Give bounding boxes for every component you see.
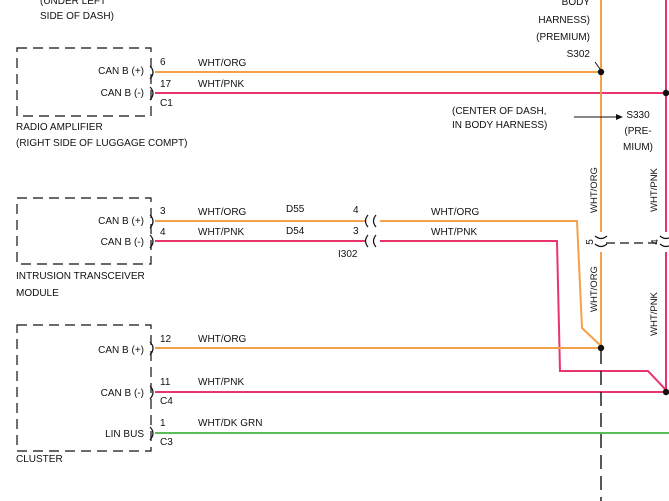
trunk-connector-pnk-pin: 4 <box>649 239 661 245</box>
center-dash-arrow <box>616 114 623 120</box>
inline-connector-i302-pin2 <box>364 234 377 248</box>
s330-label-line1: S330 <box>626 110 650 121</box>
center-dash-note-line1: (CENTER OF DASH, <box>452 106 547 117</box>
cluster-pin1-num: 12 <box>160 334 172 345</box>
intrusion-module-name-line2: MODULE <box>16 288 59 299</box>
cluster-pin-bracket-3 <box>149 426 154 441</box>
intrusion-wire1-label: WHT/ORG <box>198 207 247 218</box>
cluster-connector-c3: C3 <box>160 437 173 448</box>
radio-pin1-num: 6 <box>160 57 166 68</box>
vertical-org-upper-label: WHT/ORG <box>589 167 600 213</box>
splice-s302-label: S302 <box>566 49 590 60</box>
radio-amplifier-box <box>16 47 152 117</box>
body-harness-note-line2: HARNESS) <box>538 15 590 26</box>
intrusion-pin2-label: CAN B (-) <box>100 237 144 248</box>
splice-pnk-lower-dot <box>662 388 669 396</box>
s330-label-line2: (PRE- <box>624 126 652 137</box>
inline-connector-i302-pin1 <box>364 214 377 228</box>
intrusion-pin1-num: 3 <box>160 206 166 217</box>
vertical-pnk-lower-label: WHT/PNK <box>649 292 660 336</box>
body-harness-note-line1: BODY <box>561 0 590 8</box>
cluster-pin1-label: CAN B (+) <box>98 345 144 356</box>
radio-pin2-label: CAN B (-) <box>100 88 144 99</box>
top-left-note-line2: SIDE OF DASH) <box>40 11 114 22</box>
cluster-pin2-num: 11 <box>160 377 171 388</box>
radio-connector-label: C1 <box>160 98 173 109</box>
vertical-pnk-upper-label: WHT/PNK <box>649 168 660 212</box>
body-harness-note-line3: (PREMIUM) <box>536 32 590 43</box>
wire-intrusion-pnk-b <box>380 240 667 391</box>
circuit-d54-label: D54 <box>286 226 305 237</box>
trunk-connector-org-pin: 5 <box>584 239 596 245</box>
intrusion-pin2-num: 4 <box>160 227 166 238</box>
radio-pin1-label: CAN B (+) <box>98 66 144 77</box>
s330-label-line3: MIUM) <box>623 142 653 153</box>
cluster-pin2-label: CAN B (-) <box>100 388 144 399</box>
cluster-connector-c4: C4 <box>160 396 173 407</box>
splice-org-lower-dot <box>597 344 605 352</box>
radio-amp-name: RADIO AMPLIFIER <box>16 122 103 133</box>
trunk-connector-org <box>594 235 608 248</box>
vertical-org-lower-label: WHT/ORG <box>589 266 600 312</box>
inline-pin1-num: 4 <box>353 205 359 216</box>
circuit-d55-label: D55 <box>286 204 305 215</box>
cluster-wire3-label: WHT/DK GRN <box>198 418 263 429</box>
intrusion-module-box <box>16 197 152 265</box>
intrusion-wire1-after-label: WHT/ORG <box>431 207 480 218</box>
cluster-pin-bracket-2 <box>149 385 154 400</box>
inline-connector-i302-label: I302 <box>338 249 358 260</box>
radio-pin2-num: 17 <box>160 79 172 90</box>
cluster-wire2-label: WHT/PNK <box>198 377 245 388</box>
top-left-note-line1: (UNDER LEFT <box>40 0 107 7</box>
radio-pin-bracket-1 <box>149 65 154 80</box>
s302-leader <box>594 61 601 70</box>
wire-intrusion-org-b <box>380 220 602 347</box>
splice-s330-dot <box>662 89 669 97</box>
cluster-pin3-label: LIN BUS <box>105 429 144 440</box>
radio-wire1-label: WHT/ORG <box>198 58 247 69</box>
radio-pin-bracket-2 <box>149 86 154 101</box>
cluster-pin-bracket-1 <box>149 341 154 356</box>
intrusion-wire2-after-label: WHT/PNK <box>431 227 478 238</box>
trunk-connector-pnk <box>659 235 669 248</box>
cluster-wire1-label: WHT/ORG <box>198 334 247 345</box>
center-dash-note-line2: IN BODY HARNESS) <box>452 120 548 131</box>
intrusion-pin-bracket-2 <box>149 234 154 249</box>
radio-wire2-label: WHT/PNK <box>198 79 245 90</box>
splice-s302-dot <box>597 68 605 76</box>
intrusion-module-name-line1: INTRUSION TRANSCEIVER <box>16 271 145 282</box>
intrusion-pin1-label: CAN B (+) <box>98 216 144 227</box>
cluster-pin3-num: 1 <box>160 418 166 429</box>
inline-pin2-num: 3 <box>353 226 359 237</box>
intrusion-pin-bracket-1 <box>149 214 154 229</box>
cluster-name: CLUSTER <box>16 454 63 465</box>
intrusion-wire2-label: WHT/PNK <box>198 227 245 238</box>
radio-amp-location: (RIGHT SIDE OF LUGGAGE COMPT) <box>16 138 188 149</box>
